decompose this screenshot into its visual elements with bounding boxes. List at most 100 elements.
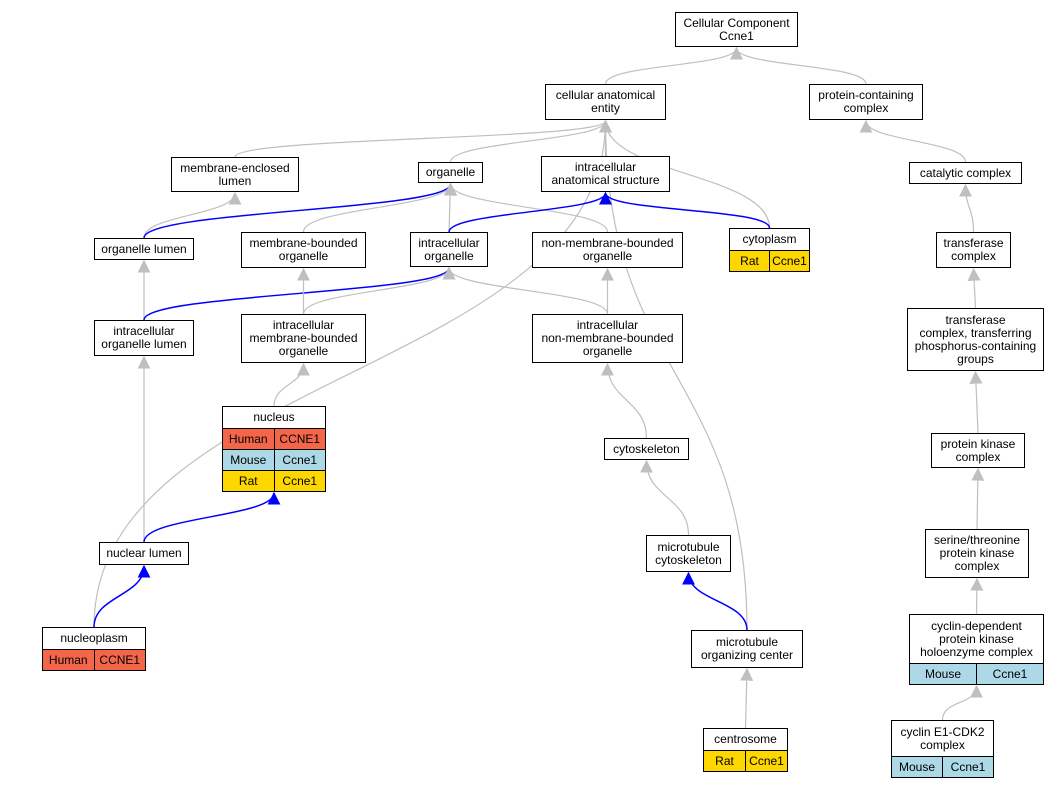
node-label: protein-containing complex [818,88,914,115]
node-label: microtubule organizing center [700,635,794,662]
edge-cyto-to-cae [599,119,771,229]
node-label: cytoskeleton [613,441,680,456]
node-mel[interactable]: membrane-enclosed lumen [171,157,299,192]
node-label: intracellular membrane-bounded organelle [249,318,358,358]
edge-nucleus-to-imbo [273,362,310,407]
edge-nuclum-to-nucleus [143,491,281,543]
species-cell: Rat [715,753,734,768]
species-cell: Mouse [898,759,936,774]
node-cdk[interactable]: cyclin-dependent protein kinase holoenzy… [909,614,1044,685]
node-label: membrane-bounded organelle [249,236,358,263]
edge-tcp-to-trans [967,267,981,309]
edge-mtcs-to-cytosk [640,459,690,536]
node-label: cyclin E1-CDK2 complex [900,724,985,752]
edge-cdk-to-stpk [970,577,984,615]
node-cat[interactable]: catalytic complex [909,162,1022,184]
node-label: nucleoplasm [60,631,128,645]
edge-nmbo-to-org [444,182,609,233]
edge-trans-to-cat [959,183,975,233]
edge-orglum-to-mel [143,191,242,239]
node-org[interactable]: organelle [418,162,483,183]
edge-cytosk-to-inmbo [601,362,648,439]
node-io[interactable]: intracellular organelle [410,232,488,267]
edge-mtoc-to-mtcs [682,571,748,631]
node-cytosk[interactable]: cytoskeleton [604,438,689,460]
node-mtoc[interactable]: microtubule organizing center [691,630,803,668]
gene-cell: Ccne1 [273,471,326,491]
edge-centro-to-mtoc [740,667,754,729]
node-label: protein kinase complex [940,436,1016,464]
node-label: microtubule cytoskeleton [655,539,722,567]
node-label: non-membrane-bounded organelle [541,236,674,263]
species-row: Rat Ccne1 [704,750,787,771]
species-cell: Mouse [230,452,267,467]
gene-cell: Ccne1 [769,251,809,271]
edge-nucpl-to-cae [93,119,612,628]
edge-stpk-to-pkc [971,467,985,530]
node-cc[interactable]: Cellular Component Ccne1 [675,12,798,47]
node-label: cytoplasm [742,232,797,246]
node-label: nucleus [253,410,295,424]
node-ias[interactable]: intracellular anatomical structure [541,156,670,192]
edge-pcc-to-cc [730,46,867,85]
node-iol[interactable]: intracellular organelle lumen [94,320,194,356]
edge-nucpl-to-nuclum [93,564,151,628]
node-label: intracellular organelle [418,235,480,263]
node-label: organelle [425,165,476,179]
node-mtcs[interactable]: microtubule cytoskeleton [646,535,731,572]
species-cell: Rat [740,253,759,268]
node-mbo[interactable]: membrane-bounded organelle [241,232,366,268]
species-cell: Rat [238,473,258,488]
node-nuclum[interactable]: nuclear lumen [99,542,189,565]
node-label: Cellular Component Ccne1 [683,15,790,43]
edge-inmbo-to-io [442,266,609,315]
gene-cell: Ccne1 [976,664,1043,684]
node-orglum[interactable]: organelle lumen [94,238,194,260]
node-cae[interactable]: cellular anatomical entity [545,84,666,120]
species-cell: Human [228,431,268,446]
edge-cyto-to-ias [599,191,771,229]
edge-io-to-ias [448,191,612,233]
node-pcc[interactable]: protein-containing complex [809,84,923,120]
edge-cae-to-cc [604,46,743,85]
species-cell: Human [48,652,88,667]
node-imbo[interactable]: intracellular membrane-bounded organelle [241,314,366,363]
node-inmbo[interactable]: intracellular non-membrane-bounded organ… [532,314,683,363]
gene-cell: Ccne1 [745,751,787,771]
edge-mel-to-cae [234,119,612,158]
node-nmbo[interactable]: non-membrane-bounded organelle [532,232,683,268]
species-row: Mouse Ccne1 [223,449,325,470]
edge-iol-to-io [143,266,456,321]
node-stpk[interactable]: serine/threonine protein kinase complex [925,529,1029,578]
node-tcp[interactable]: transferase complex, transferring phosph… [907,308,1044,371]
node-label: cyclin-dependent protein kinase holoenzy… [920,618,1033,659]
node-label: transferase complex, transferring phosph… [914,312,1037,366]
gene-cell: Ccne1 [273,450,326,470]
node-label: intracellular organelle lumen [101,324,187,351]
node-label: intracellular non-membrane-bounded organ… [541,318,674,358]
species-row: Rat Ccne1 [223,470,325,491]
edge-cyc-to-cdk [941,684,983,721]
node-pkc[interactable]: protein kinase complex [931,433,1025,468]
node-label: transferase complex [943,236,1004,263]
edge-cat-to-pcc [859,119,967,163]
node-label: centrosome [714,732,777,746]
node-label: catalytic complex [919,165,1012,180]
node-label: cellular anatomical entity [555,88,656,115]
gene-cell: CCNE1 [273,429,326,449]
edge-io-to-org [443,182,457,233]
edge-mtoc-to-cae [599,119,748,631]
node-trans[interactable]: transferase complex [936,232,1011,268]
node-label: organelle lumen [101,241,187,256]
edge-pkc-to-tcp [969,370,983,434]
